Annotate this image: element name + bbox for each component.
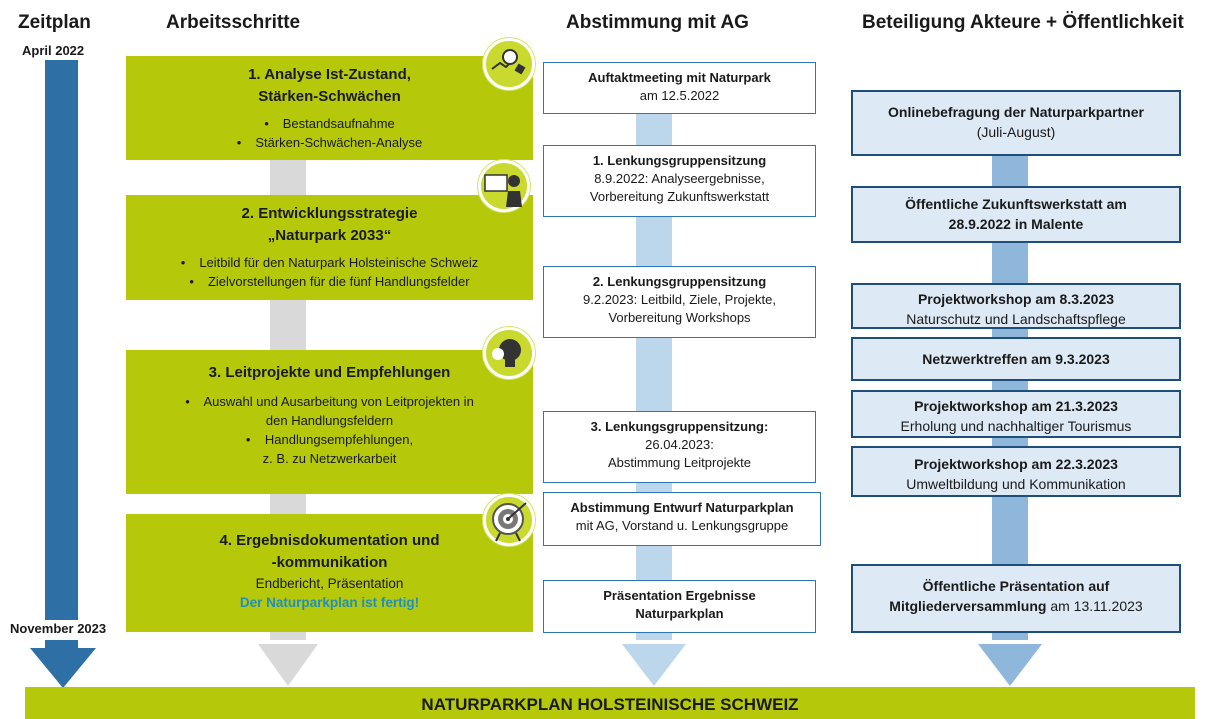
step-title: 3. Leitprojekte und Empfehlungen xyxy=(208,364,451,381)
header-beteiligung: Beteiligung Akteure + Öffentlichkeit xyxy=(862,12,1184,33)
step-bullet-list: Leitbild für den Naturpark Holsteinische… xyxy=(140,253,519,291)
ag-box-text: Vorbereitung Workshops xyxy=(608,310,751,325)
ag-box-lenkung-3: 3. Lenkungsgruppensitzung: 26.04.2023: A… xyxy=(543,411,816,483)
public-box-title: Öffentliche Präsentation auf xyxy=(922,578,1110,594)
lightbulb-idea-icon xyxy=(483,327,535,379)
public-box-title: Onlinebefragung der Naturparkpartner xyxy=(888,104,1144,120)
step-bullet: Bestandsaufnahme xyxy=(140,114,519,133)
ag-box-title: 2. Lenkungsgruppensitzung xyxy=(592,274,767,289)
public-box-text: Naturschutz und Landschaftspflege xyxy=(906,311,1126,327)
step-ergebnisdokumentation: 4. Ergebnisdokumentation und -kommunikat… xyxy=(126,514,533,632)
step-bullet: Zielvorstellungen für die fünf Handlungs… xyxy=(140,272,519,291)
ag-box-text: am 12.5.2022 xyxy=(639,88,720,103)
completion-note: Der Naturparkplan ist fertig! xyxy=(239,595,420,610)
public-box-netzwerktreffen: Netzwerktreffen am 9.3.2023 xyxy=(851,337,1181,381)
step-title-line2: „Naturpark 2033“ xyxy=(267,227,392,244)
public-box-text: am 13.11.2023 xyxy=(1046,598,1143,614)
public-box-text: Umweltbildung und Kommunikation xyxy=(906,476,1126,492)
public-box-praesentation: Öffentliche Präsentation auf Mitgliederv… xyxy=(851,564,1181,633)
ag-box-praesentation: Präsentation Ergebnisse Naturparkplan xyxy=(543,580,816,633)
step-subtitle: Endbericht, Präsentation xyxy=(255,576,404,591)
step-bullet: • Handlungsempfehlungen, xyxy=(245,432,414,447)
ag-box-title: Präsentation Ergebnisse xyxy=(603,588,756,603)
public-box-title: Öffentliche Zukunftswerkstatt am xyxy=(905,196,1127,212)
public-box-title: Projektworkshop am 22.3.2023 xyxy=(914,456,1118,472)
ag-box-title: 1. Lenkungsgruppensitzung xyxy=(592,153,767,168)
step-bullet: Leitbild für den Naturpark Holsteinische… xyxy=(140,253,519,272)
public-box-zukunftswerkstatt: Öffentliche Zukunftswerkstatt am 28.9.20… xyxy=(851,186,1181,243)
header-arbeitsschritte: Arbeitsschritte xyxy=(166,12,301,33)
step-bullet-continuation: z. B. zu Netzwerkarbeit xyxy=(262,451,397,466)
public-box-workshop-tourismus: Projektworkshop am 21.3.2023 Erholung un… xyxy=(851,390,1181,438)
ag-box-lenkung-1: 1. Lenkungsgruppensitzung 8.9.2022: Anal… xyxy=(543,145,816,217)
step-analyse: 1. Analyse Ist-Zustand, Stärken-Schwäche… xyxy=(126,56,533,160)
step-strategie: 2. Entwicklungsstrategie „Naturpark 2033… xyxy=(126,195,533,300)
ag-box-auftakt: Auftaktmeeting mit Naturpark am 12.5.202… xyxy=(543,62,816,114)
step-title: 4. Ergebnisdokumentation und xyxy=(219,532,440,549)
ag-box-title: Auftaktmeeting mit Naturpark xyxy=(588,70,771,85)
presentation-icon xyxy=(478,160,530,212)
ag-box-text: 9.2.2023: Leitbild, Ziele, Projekte, xyxy=(583,292,776,307)
ag-box-title: 3. Lenkungsgruppensitzung: xyxy=(590,419,769,434)
step-leitprojekte: 3. Leitprojekte und Empfehlungen • Auswa… xyxy=(126,350,533,494)
step-bullet: Stärken-Schwächen-Analyse xyxy=(140,133,519,152)
public-box-title: Projektworkshop am 21.3.2023 xyxy=(914,398,1118,414)
public-box-text: Erholung und nachhaltiger Tourismus xyxy=(900,418,1132,434)
step-bullet-continuation: den Handlungsfeldern xyxy=(265,413,394,428)
public-box-title-line2: 28.9.2022 in Malente xyxy=(948,216,1084,232)
step-title-line2: Stärken-Schwächen xyxy=(258,88,401,105)
header-zeitplan: Zeitplan xyxy=(18,12,91,33)
public-box-workshop-umweltbildung: Projektworkshop am 22.3.2023 Umweltbildu… xyxy=(851,446,1181,497)
target-icon xyxy=(483,494,535,546)
public-box-onlinebefragung: Onlinebefragung der Naturparkpartner (Ju… xyxy=(851,90,1181,156)
ag-box-lenkung-2: 2. Lenkungsgruppensitzung 9.2.2023: Leit… xyxy=(543,266,816,338)
lightbulb-chart-icon xyxy=(483,38,535,90)
step-bullet-list: • Auswahl und Ausarbeitung von Leitproje… xyxy=(140,392,519,468)
public-box-workshop-naturschutz: Projektworkshop am 8.3.2023 Naturschutz … xyxy=(851,283,1181,329)
ag-box-text: mit AG, Vorstand u. Lenkungsgruppe xyxy=(575,518,789,533)
ag-box-text: Abstimmung Leitprojekte xyxy=(607,455,752,470)
timeline-arrow xyxy=(30,60,96,688)
ag-box-text: Vorbereitung Zukunftswerkstatt xyxy=(589,189,770,204)
ag-box-text: 8.9.2022: Analyseergebnisse, xyxy=(594,171,765,186)
step-title-line2: -kommunikation xyxy=(271,554,388,571)
public-box-title-line2: Mitgliederversammlung xyxy=(889,598,1047,614)
timeline-start-label: April 2022 xyxy=(22,43,85,58)
ag-box-entwurf: Abstimmung Entwurf Naturparkplan mit AG,… xyxy=(543,492,821,546)
step-title: 2. Entwicklungsstrategie xyxy=(241,205,418,222)
public-box-text: (Juli-August) xyxy=(976,124,1056,140)
step-bullet-list: Bestandsaufnahme Stärken-Schwächen-Analy… xyxy=(140,114,519,152)
bottom-banner: NATURPARKPLAN HOLSTEINISCHE SCHWEIZ xyxy=(25,687,1195,719)
ag-box-text: 26.04.2023: xyxy=(645,437,714,452)
timeline-end-label: November 2023 xyxy=(10,621,107,636)
public-box-title: Projektworkshop am 8.3.2023 xyxy=(917,291,1115,307)
step-bullet: • Auswahl und Ausarbeitung von Leitproje… xyxy=(185,394,474,409)
header-abstimmung: Abstimmung mit AG xyxy=(566,12,749,33)
ag-box-title: Abstimmung Entwurf Naturparkplan xyxy=(570,500,794,515)
step-title: 1. Analyse Ist-Zustand, xyxy=(248,66,411,83)
ag-box-title-line2: Naturparkplan xyxy=(635,606,724,621)
public-box-title: Netzwerktreffen am 9.3.2023 xyxy=(922,351,1110,367)
